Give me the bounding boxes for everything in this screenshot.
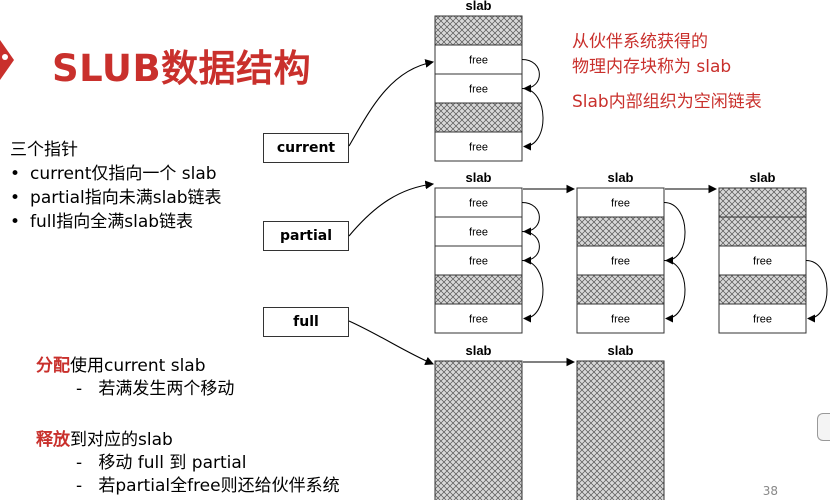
- alloc-section: 分配使用current slab - 若满发生两个移动: [36, 356, 235, 399]
- free-cell: [434, 245, 523, 276]
- release-item: - 若partial全free则还给伙伴系统: [76, 476, 340, 496]
- free-cell-label: free: [611, 314, 630, 326]
- free-cell: [718, 245, 807, 276]
- page-number: 38: [762, 484, 778, 498]
- full-slab-block: [576, 360, 665, 500]
- used-cell: [718, 274, 807, 305]
- alloc-heading: 分配: [36, 356, 70, 376]
- partial-pointer-box: partial: [263, 221, 349, 251]
- free-cell-label: free: [469, 55, 488, 67]
- free-cell-label: free: [611, 256, 630, 268]
- free-cell: [434, 303, 523, 334]
- full-slab-block: [434, 360, 523, 500]
- free-cell: [718, 303, 807, 334]
- free-cell: [434, 216, 523, 247]
- free-list-arrow: [521, 202, 540, 236]
- free-list-arrow: [521, 231, 540, 265]
- free-list-arrow: [521, 88, 544, 151]
- free-list-arrow: [805, 260, 828, 323]
- free-cell-label: free: [469, 142, 488, 154]
- free-cell-label: free: [469, 198, 488, 210]
- bullet-item: •partial指向未满slab链表: [10, 188, 222, 208]
- used-cell: [718, 216, 807, 247]
- free-cell: [434, 131, 523, 162]
- full-arrow: [348, 320, 435, 366]
- full-slab-1-label: slab: [465, 343, 491, 358]
- bullet-icon: •: [10, 212, 21, 232]
- release-section: 释放到对应的slab - 移动 full 到 partial - 若partia…: [36, 430, 340, 496]
- free-cell-label: free: [469, 314, 488, 326]
- partial-slab-2-label: slab: [607, 170, 633, 185]
- bullet-icon: •: [10, 188, 21, 208]
- free-list-arrow: [521, 260, 544, 323]
- free-cell-label: free: [469, 84, 488, 96]
- release-heading: 释放: [36, 430, 70, 450]
- free-cell-label: free: [469, 227, 488, 239]
- free-cell-label: free: [469, 256, 488, 268]
- used-cell: [434, 274, 523, 305]
- side-handle[interactable]: [817, 413, 830, 441]
- full-slab-2-label: slab: [607, 343, 633, 358]
- partial-slab-1-label: slab: [465, 170, 491, 185]
- free-cell-label: free: [753, 314, 772, 326]
- free-list-arrow: [663, 260, 686, 323]
- bullet-item: •current仅指向一个 slab: [10, 164, 217, 184]
- alloc-item: - 若满发生两个移动: [76, 379, 235, 399]
- free-list-arrow: [663, 202, 686, 265]
- release-item: - 移动 full 到 partial: [76, 453, 247, 473]
- free-cell: [576, 187, 665, 218]
- used-cell: [718, 187, 807, 218]
- used-cell: [434, 102, 523, 133]
- free-list-arrow: [521, 59, 540, 93]
- used-cell: [576, 274, 665, 305]
- slab-annotation: 从伙伴系统获得的 物理内存块称为 slab Slab内部组织为空闲链表: [572, 32, 762, 112]
- slide-title: SLUB数据结构: [52, 47, 312, 90]
- used-cell: [576, 216, 665, 247]
- free-cell-label: free: [753, 256, 772, 268]
- pointer-intro: 三个指针: [10, 140, 78, 160]
- bullet-item: •full指向全满slab链表: [10, 212, 194, 232]
- free-cell: [434, 44, 523, 75]
- pointer-list: 三个指针 •current仅指向一个 slab •partial指向未满slab…: [10, 138, 222, 234]
- partial-arrow: [348, 180, 435, 237]
- current-arrow: [348, 59, 435, 147]
- bullet-icon: •: [10, 164, 21, 184]
- current-pointer-box: current: [263, 133, 349, 163]
- used-cell: [434, 15, 523, 46]
- current-slab-label: slab: [465, 0, 491, 13]
- free-cell-label: free: [611, 198, 630, 210]
- full-pointer-box: full: [263, 307, 349, 337]
- free-cell: [576, 245, 665, 276]
- partial-slab-3-label: slab: [749, 170, 775, 185]
- free-cell: [576, 303, 665, 334]
